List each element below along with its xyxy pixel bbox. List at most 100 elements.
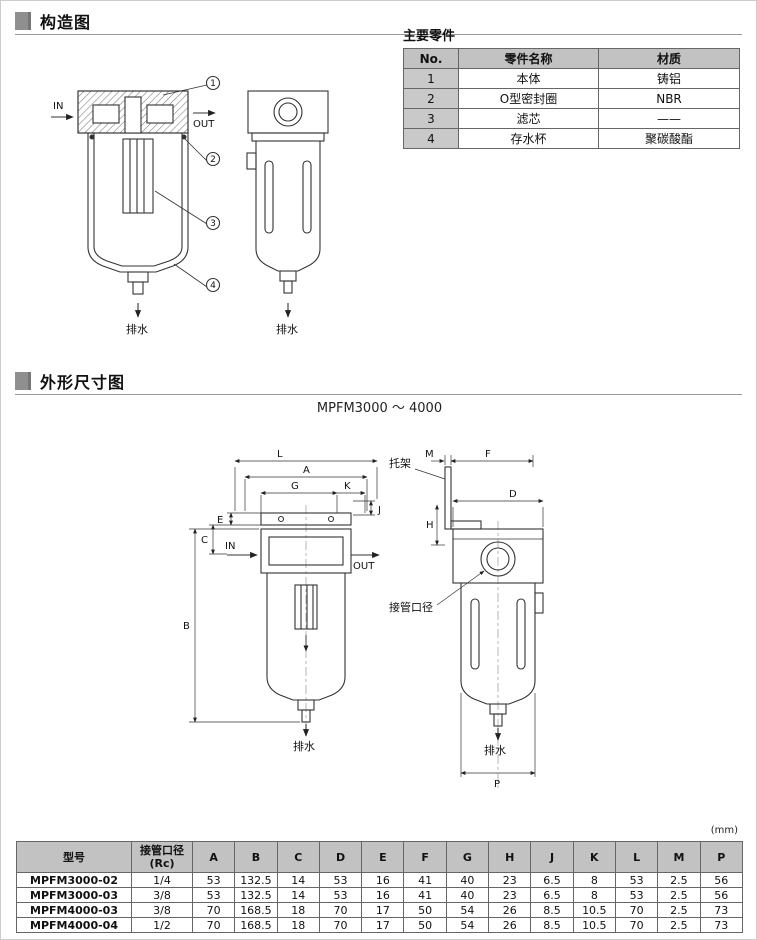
bracket-label: 托架 bbox=[389, 456, 411, 470]
table-cell: 10.5 bbox=[572, 917, 616, 934]
out-label: OUT bbox=[353, 561, 375, 572]
table-cell: 132.5 bbox=[234, 887, 278, 904]
dimensions-section-title: 外形尺寸图 bbox=[40, 373, 126, 392]
column-header: K bbox=[572, 840, 616, 874]
table-cell: 70 bbox=[318, 917, 363, 934]
dim-label-p: P bbox=[494, 779, 500, 790]
in-label: IN bbox=[53, 101, 63, 112]
table-cell: 70 bbox=[191, 902, 236, 919]
table-cell: 8 bbox=[572, 887, 616, 904]
dim-label-d: D bbox=[509, 489, 517, 500]
column-header: 接管口径 (Rc) bbox=[131, 840, 193, 874]
front-view-dimensions: L A G K J E C B bbox=[183, 449, 381, 723]
table-cell: 40 bbox=[445, 872, 490, 889]
parts-table-title: 主要零件 bbox=[403, 29, 456, 44]
column-header: 材质 bbox=[598, 48, 740, 69]
table-cell: MPFM4000-03 bbox=[16, 902, 132, 919]
table-cell: 54 bbox=[445, 902, 490, 919]
dim-label-l: L bbox=[277, 449, 283, 460]
column-header: G bbox=[445, 840, 490, 874]
table-cell: 本体 bbox=[458, 68, 599, 89]
table-cell: 53 bbox=[614, 887, 659, 904]
table-cell: 3/8 bbox=[131, 887, 193, 904]
table-cell: 8.5 bbox=[530, 917, 574, 934]
dim-label-g: G bbox=[291, 481, 299, 492]
table-cell: 聚碳酸酯 bbox=[598, 128, 740, 149]
table-cell: 50 bbox=[403, 902, 447, 919]
section-bullet-icon bbox=[15, 12, 31, 30]
column-header: A bbox=[191, 840, 236, 874]
table-cell: 168.5 bbox=[234, 902, 278, 919]
table-cell: 53 bbox=[191, 887, 236, 904]
table-cell: —— bbox=[598, 108, 740, 129]
table-cell: 23 bbox=[488, 872, 532, 889]
dim-label-a: A bbox=[303, 465, 310, 476]
table-cell: 17 bbox=[361, 917, 405, 934]
table-cell: 1/2 bbox=[131, 917, 193, 934]
unit-note: (mm) bbox=[710, 825, 738, 836]
dim-label-m: M bbox=[425, 449, 434, 460]
table-cell: 18 bbox=[276, 902, 320, 919]
drain-label: 排水 bbox=[126, 322, 148, 336]
column-header: F bbox=[403, 840, 447, 874]
table-cell: 滤芯 bbox=[458, 108, 599, 129]
column-header: D bbox=[318, 840, 363, 874]
table-cell: MPFM3000-02 bbox=[16, 872, 132, 889]
front-view: 排水 IN OUT bbox=[225, 505, 380, 753]
table-cell: 2.5 bbox=[657, 902, 701, 919]
table-cell: 存水杯 bbox=[458, 128, 599, 149]
drain-label: 排水 bbox=[293, 739, 315, 753]
table-cell: 14 bbox=[276, 887, 320, 904]
dim-label-j: J bbox=[377, 505, 381, 516]
table-cell: 8 bbox=[572, 872, 616, 889]
table-cell: 70 bbox=[318, 902, 363, 919]
table-cell: 168.5 bbox=[234, 917, 278, 934]
table-cell: 6.5 bbox=[530, 887, 574, 904]
table-cell: 70 bbox=[191, 917, 236, 934]
table-cell: MPFM4000-04 bbox=[16, 917, 132, 934]
table-cell: 16 bbox=[361, 872, 405, 889]
column-header: No. bbox=[403, 48, 459, 69]
callout-1: 1 bbox=[210, 79, 216, 89]
table-cell: 10.5 bbox=[572, 902, 616, 919]
table-cell: 3 bbox=[403, 108, 459, 129]
in-label: IN bbox=[225, 541, 235, 552]
callout-numbers: 1 2 3 4 bbox=[210, 79, 216, 291]
side-view: 排水 bbox=[444, 466, 544, 789]
table-cell: 41 bbox=[403, 887, 447, 904]
column-header: H bbox=[488, 840, 532, 874]
column-header: E bbox=[361, 840, 405, 874]
table-cell: 53 bbox=[191, 872, 236, 889]
table-cell: 2.5 bbox=[657, 917, 701, 934]
section-divider bbox=[15, 394, 742, 395]
table-cell: 铸铝 bbox=[598, 68, 740, 89]
table-cell: 26 bbox=[488, 902, 532, 919]
cross-section-view: IN OUT 排水 bbox=[51, 75, 221, 336]
dim-label-c: C bbox=[201, 535, 208, 546]
table-cell: 50 bbox=[403, 917, 447, 934]
table-cell: 70 bbox=[614, 917, 659, 934]
table-cell: 54 bbox=[445, 917, 490, 934]
table-cell: 2.5 bbox=[657, 872, 701, 889]
table-cell: 4 bbox=[403, 128, 459, 149]
port-size-label: 接管口径 bbox=[389, 600, 433, 614]
table-cell: 6.5 bbox=[530, 872, 574, 889]
dim-label-f: F bbox=[485, 449, 491, 460]
table-cell: 23 bbox=[488, 887, 532, 904]
column-header: M bbox=[657, 840, 701, 874]
table-cell: 14 bbox=[276, 872, 320, 889]
callout-4: 4 bbox=[210, 281, 216, 291]
side-view-dimensions: 托架 M F D H 接管口径 P bbox=[389, 449, 544, 790]
external-view: 排水 bbox=[246, 90, 329, 336]
callout-2: 2 bbox=[210, 155, 216, 165]
section-divider bbox=[15, 34, 742, 35]
structure-section-title: 构造图 bbox=[40, 13, 92, 32]
